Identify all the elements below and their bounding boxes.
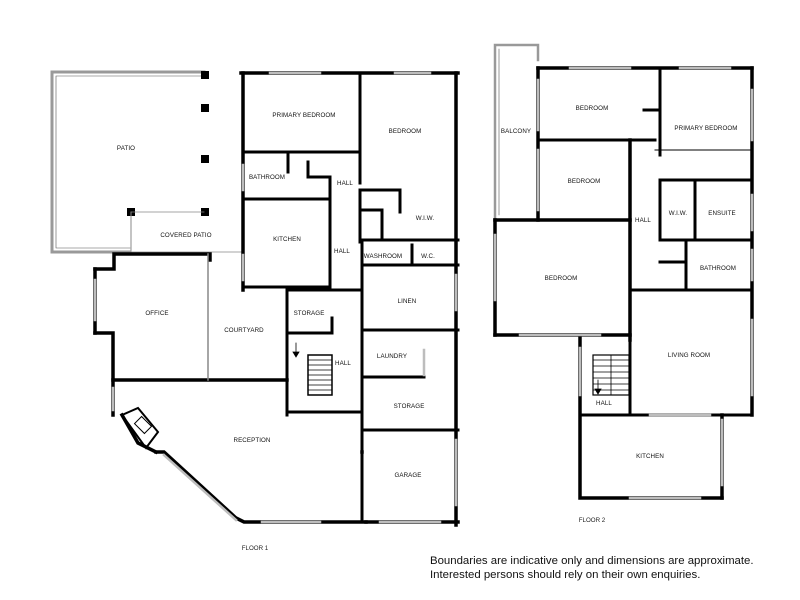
room-label-living-room: LIVING ROOM [668, 352, 710, 359]
floor2-label: FLOOR 2 [579, 517, 606, 524]
room-label-linen: LINEN [398, 298, 417, 305]
disclaimer: Boundaries are indicative only and dimen… [430, 554, 790, 582]
room-label-bedroom-1: BEDROOM [576, 105, 609, 112]
floor1-label: FLOOR 1 [242, 545, 269, 552]
room-label-bedroom-2: BEDROOM [568, 178, 601, 185]
room-label-bathroom-2: BATHROOM [700, 265, 736, 272]
room-label-hall-stairs-2: HALL [596, 400, 612, 407]
room-label-covered-patio: COVERED PATIO [160, 232, 211, 239]
room-label-primary-bedroom: PRIMARY BEDROOM [272, 112, 335, 119]
room-label-courtyard: COURTYARD [224, 327, 264, 334]
room-label-hall-2: HALL [635, 217, 651, 224]
disclaimer-line-2: Interested persons should rely on their … [430, 569, 701, 581]
room-label-reception: RECEPTION [234, 437, 271, 444]
room-label-patio: PATIO [117, 145, 135, 152]
reception-bay [120, 406, 160, 450]
floor2-plan: BALCONY BEDROOM PRIMARY BEDROOM BEDROOM … [493, 43, 754, 524]
room-label-kitchen: KITCHEN [273, 236, 301, 243]
room-label-storage-b: STORAGE [394, 403, 425, 410]
room-label-laundry: LAUNDRY [377, 353, 407, 360]
room-label-wiw-2: W.I.W. [669, 210, 688, 217]
room-label-office: OFFICE [145, 310, 168, 317]
room-label-wiw: W.I.W. [416, 215, 435, 222]
room-label-bathroom: BATHROOM [249, 174, 285, 181]
room-label-primary-bedroom-2: PRIMARY BEDROOM [674, 125, 737, 132]
room-label-wc: W.C. [421, 253, 435, 260]
room-label-hall-mid: HALL [334, 248, 350, 255]
patio-outline [50, 70, 243, 254]
room-label-storage-a: STORAGE [294, 310, 325, 317]
room-label-ensuite: ENSUITE [708, 210, 736, 217]
room-label-balcony: BALCONY [501, 128, 531, 135]
floor2-windows [493, 66, 754, 500]
floor1-stairs [292, 342, 333, 396]
room-label-garage: GARAGE [394, 472, 421, 479]
room-label-hall-stairs: HALL [335, 360, 351, 367]
floor2-walls [493, 66, 754, 500]
floor2-stairs [592, 354, 630, 396]
disclaimer-line-1: Boundaries are indicative only and dimen… [430, 555, 754, 567]
room-label-washroom: WASHROOM [364, 253, 402, 260]
room-label-hall-top: HALL [337, 180, 353, 187]
room-label-bedroom-3: BEDROOM [545, 275, 578, 282]
room-label-kitchen-2: KITCHEN [636, 453, 664, 460]
floor1-plan: PATIO COVERED PATIO PRIMARY BEDROOM BEDR… [50, 70, 460, 552]
floor1-windows [93, 71, 458, 524]
room-label-bedroom: BEDROOM [389, 128, 422, 135]
balcony-outline [493, 43, 540, 220]
